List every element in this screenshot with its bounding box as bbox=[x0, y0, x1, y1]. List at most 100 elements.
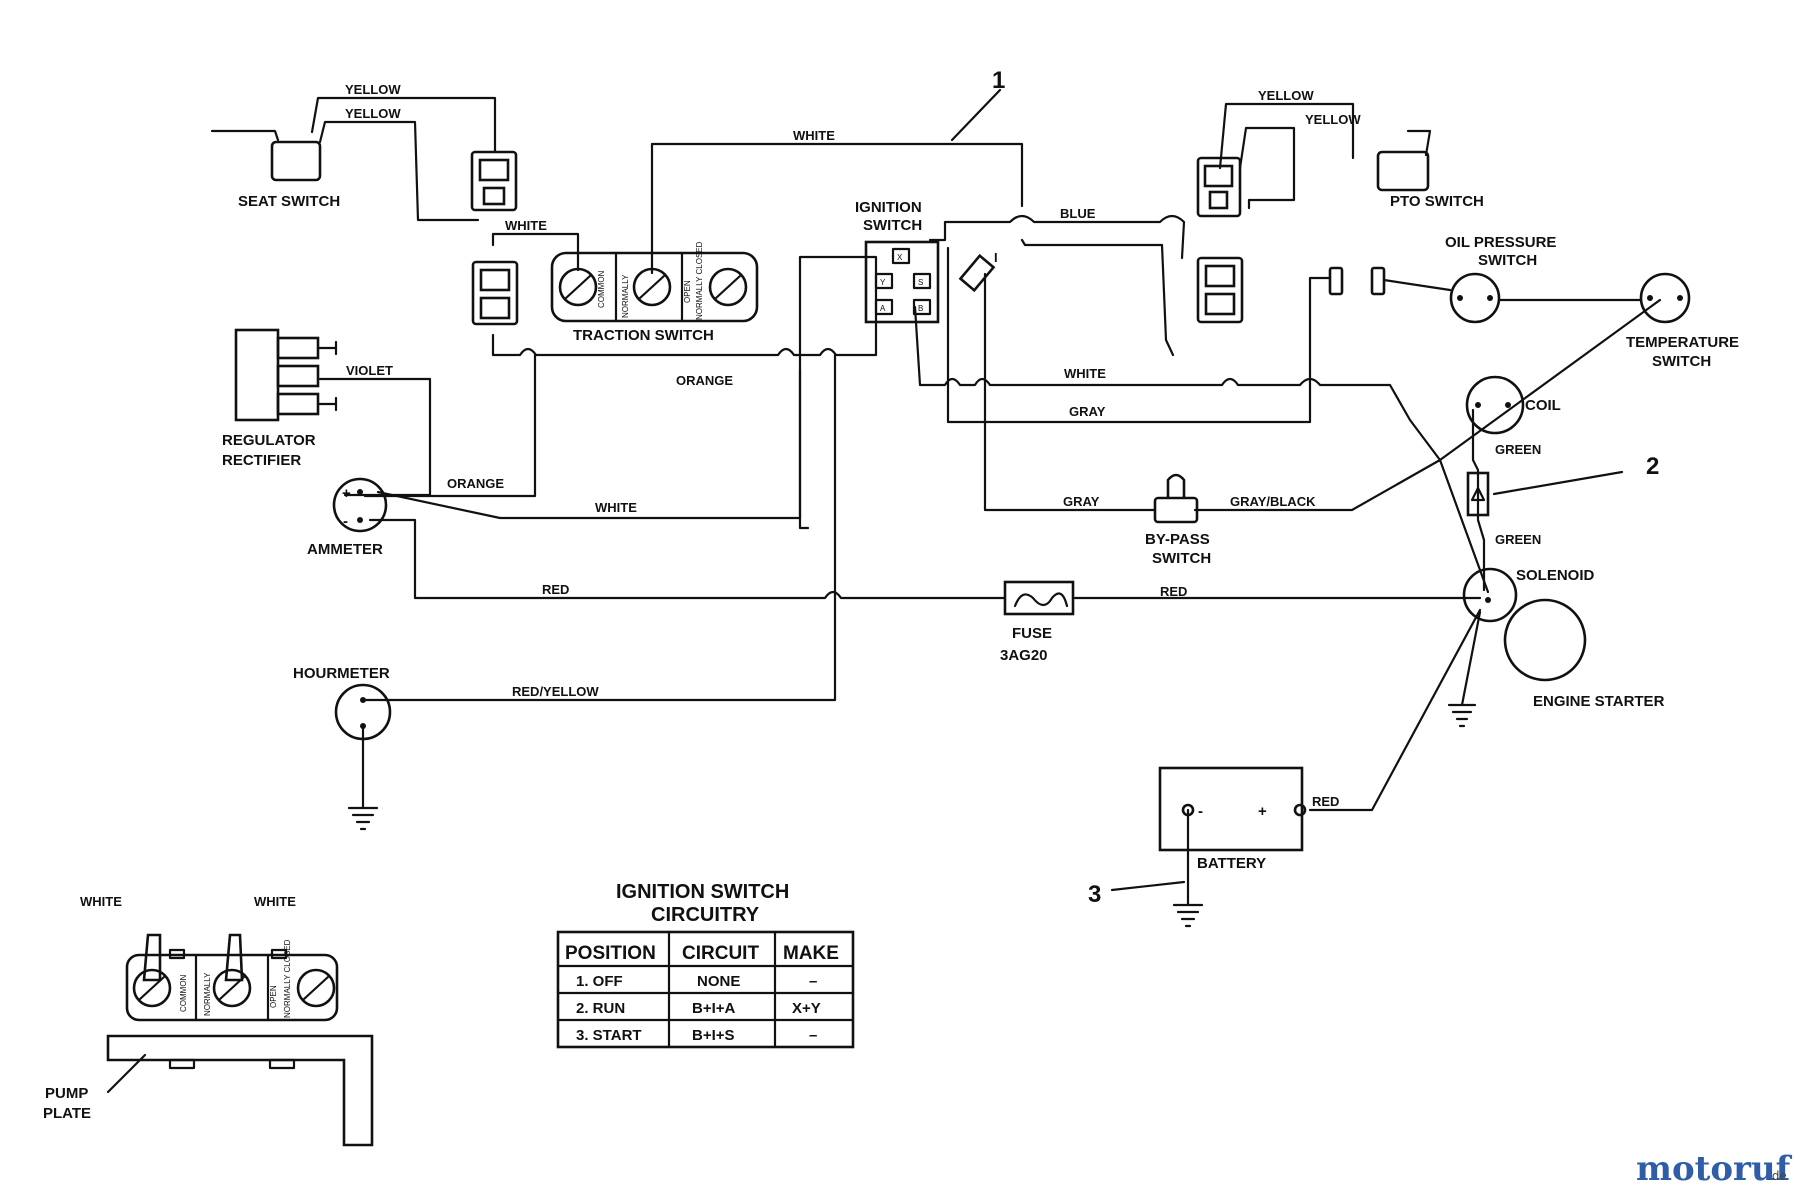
seat-connector bbox=[470, 150, 518, 212]
label-regulator: REGULATOR bbox=[222, 432, 316, 449]
ignition-marker: I bbox=[994, 250, 998, 265]
ammeter-plus: + bbox=[342, 485, 351, 502]
label-bypass-1: BY-PASS bbox=[1145, 531, 1210, 548]
fuse bbox=[1003, 580, 1075, 616]
wire-green-1: GREEN bbox=[1495, 442, 1541, 457]
hourmeter bbox=[334, 683, 392, 741]
label-ammeter: AMMETER bbox=[307, 541, 383, 558]
wire-blue: BLUE bbox=[1060, 206, 1096, 221]
watermark-brand: motoruf bbox=[1636, 1149, 1793, 1189]
table-title-1: IGNITION SWITCH bbox=[616, 881, 789, 903]
table-cell-0-2: – bbox=[809, 973, 817, 990]
callout-lines bbox=[950, 88, 1624, 892]
wire-white-ammeter: WHITE bbox=[595, 500, 637, 515]
table-cell-1-1: B+I+A bbox=[692, 1000, 736, 1017]
ignition-connector: I bbox=[958, 250, 998, 293]
label-engine-starter: ENGINE STARTER bbox=[1533, 693, 1665, 710]
label-traction-switch: TRACTION SWITCH bbox=[573, 327, 714, 344]
wire-gray-2: GRAY bbox=[1063, 494, 1100, 509]
watermark-tld: .de bbox=[1768, 1169, 1787, 1183]
wire-gray-1: GRAY bbox=[1069, 404, 1106, 419]
label-ignition-switch-1: IGNITION bbox=[855, 199, 922, 216]
label-ignition-switch-2: SWITCH bbox=[863, 217, 922, 234]
wire-white-top: WHITE bbox=[793, 128, 835, 143]
engine-starter bbox=[1503, 598, 1587, 682]
table-cell-2-1: B+I+S bbox=[692, 1027, 735, 1044]
label-hourmeter: HOURMETER bbox=[293, 665, 390, 682]
traction-contact-labels: COMMON NORMALLY OPEN NORMALLY CLOSED bbox=[597, 241, 704, 320]
table-cell-0-1: NONE bbox=[697, 973, 740, 990]
ignition-switch: X Y S A B bbox=[864, 240, 940, 324]
ground-battery bbox=[1172, 903, 1204, 928]
wire-orange-2: ORANGE bbox=[447, 476, 504, 491]
pump-contact-open: OPEN bbox=[269, 985, 278, 1008]
callout-1: 1 bbox=[992, 67, 1005, 94]
pump-plate-assembly bbox=[106, 933, 374, 1147]
label-oil-pressure-1: OIL PRESSURE bbox=[1445, 234, 1556, 251]
label-coil: COIL bbox=[1525, 397, 1561, 414]
pto-connector bbox=[1196, 156, 1242, 218]
label-plate: PLATE bbox=[43, 1105, 91, 1122]
oil-pressure-switch bbox=[1449, 272, 1501, 324]
table-cell-0-0: 1. OFF bbox=[576, 973, 623, 990]
label-pto-switch: PTO SWITCH bbox=[1390, 193, 1484, 210]
label-bypass-2: SWITCH bbox=[1152, 550, 1211, 567]
wire-yellow-3: YELLOW bbox=[1258, 88, 1314, 103]
contact-normally-closed: NORMALLY CLOSED bbox=[695, 241, 704, 320]
traction-switch bbox=[550, 251, 759, 323]
wire-violet: VIOLET bbox=[346, 363, 393, 378]
pump-contact-normally: NORMALLY bbox=[203, 972, 212, 1016]
callout-2: 2 bbox=[1646, 453, 1659, 480]
pto-switch bbox=[1376, 150, 1430, 192]
table-header-circuit: CIRCUIT bbox=[682, 943, 759, 964]
oil-connector bbox=[1328, 266, 1386, 296]
table-header-position: POSITION bbox=[565, 943, 656, 964]
wire-green-2: GREEN bbox=[1495, 532, 1541, 547]
ignition-circuitry-table: IGNITION SWITCH CIRCUITRY POSITION CIRCU… bbox=[556, 881, 855, 1049]
wire-white-seat: WHITE bbox=[505, 218, 547, 233]
term-b: B bbox=[918, 304, 923, 313]
table-header-make: MAKE bbox=[783, 943, 839, 964]
label-pump: PUMP bbox=[45, 1085, 88, 1102]
wire-yellow-4: YELLOW bbox=[1305, 112, 1361, 127]
term-s: S bbox=[918, 278, 923, 287]
temperature-switch bbox=[1639, 272, 1691, 324]
blue-connector bbox=[1196, 256, 1244, 324]
label-solenoid: SOLENOID bbox=[1516, 567, 1595, 584]
label-oil-pressure-2: SWITCH bbox=[1478, 252, 1537, 269]
label-temperature-1: TEMPERATURE bbox=[1626, 334, 1739, 351]
ground-hourmeter bbox=[347, 806, 379, 831]
label-fuse-1: FUSE bbox=[1012, 625, 1052, 642]
contact-common: COMMON bbox=[597, 270, 606, 308]
solenoid bbox=[1462, 567, 1518, 623]
battery-plus: + bbox=[1258, 803, 1267, 820]
term-y: Y bbox=[880, 278, 886, 287]
coil bbox=[1465, 375, 1525, 435]
regulator-rectifier bbox=[234, 328, 338, 422]
term-x: X bbox=[897, 253, 903, 262]
table-title-2: CIRCUITRY bbox=[651, 904, 760, 926]
label-temperature-2: SWITCH bbox=[1652, 353, 1711, 370]
wire-orange-1: ORANGE bbox=[676, 373, 733, 388]
callout-3: 3 bbox=[1088, 881, 1101, 908]
traction-connector bbox=[471, 260, 519, 326]
table-cell-1-2: X+Y bbox=[792, 1000, 821, 1017]
wire-red-2: RED bbox=[1160, 584, 1187, 599]
label-seat-switch: SEAT SWITCH bbox=[238, 193, 340, 210]
pump-contact-labels: COMMON NORMALLY OPEN NORMALLY CLOSED bbox=[179, 939, 292, 1018]
wire-yellow-1: YELLOW bbox=[345, 82, 401, 97]
battery: - + bbox=[1158, 766, 1307, 852]
pump-contact-normally-closed: NORMALLY CLOSED bbox=[283, 939, 292, 1018]
wire-red-yellow: RED/YELLOW bbox=[512, 684, 599, 699]
bypass-switch bbox=[1153, 473, 1199, 524]
wire-white-pump-1: WHITE bbox=[80, 894, 122, 909]
wire-red-1: RED bbox=[542, 582, 569, 597]
ground-solenoid bbox=[1447, 703, 1477, 728]
term-a: A bbox=[880, 304, 886, 313]
label-rectifier: RECTIFIER bbox=[222, 452, 301, 469]
wire-white-pump-2: WHITE bbox=[254, 894, 296, 909]
seat-switch bbox=[270, 140, 322, 182]
label-battery: BATTERY bbox=[1197, 855, 1266, 872]
wire-white-mid: WHITE bbox=[1064, 366, 1106, 381]
